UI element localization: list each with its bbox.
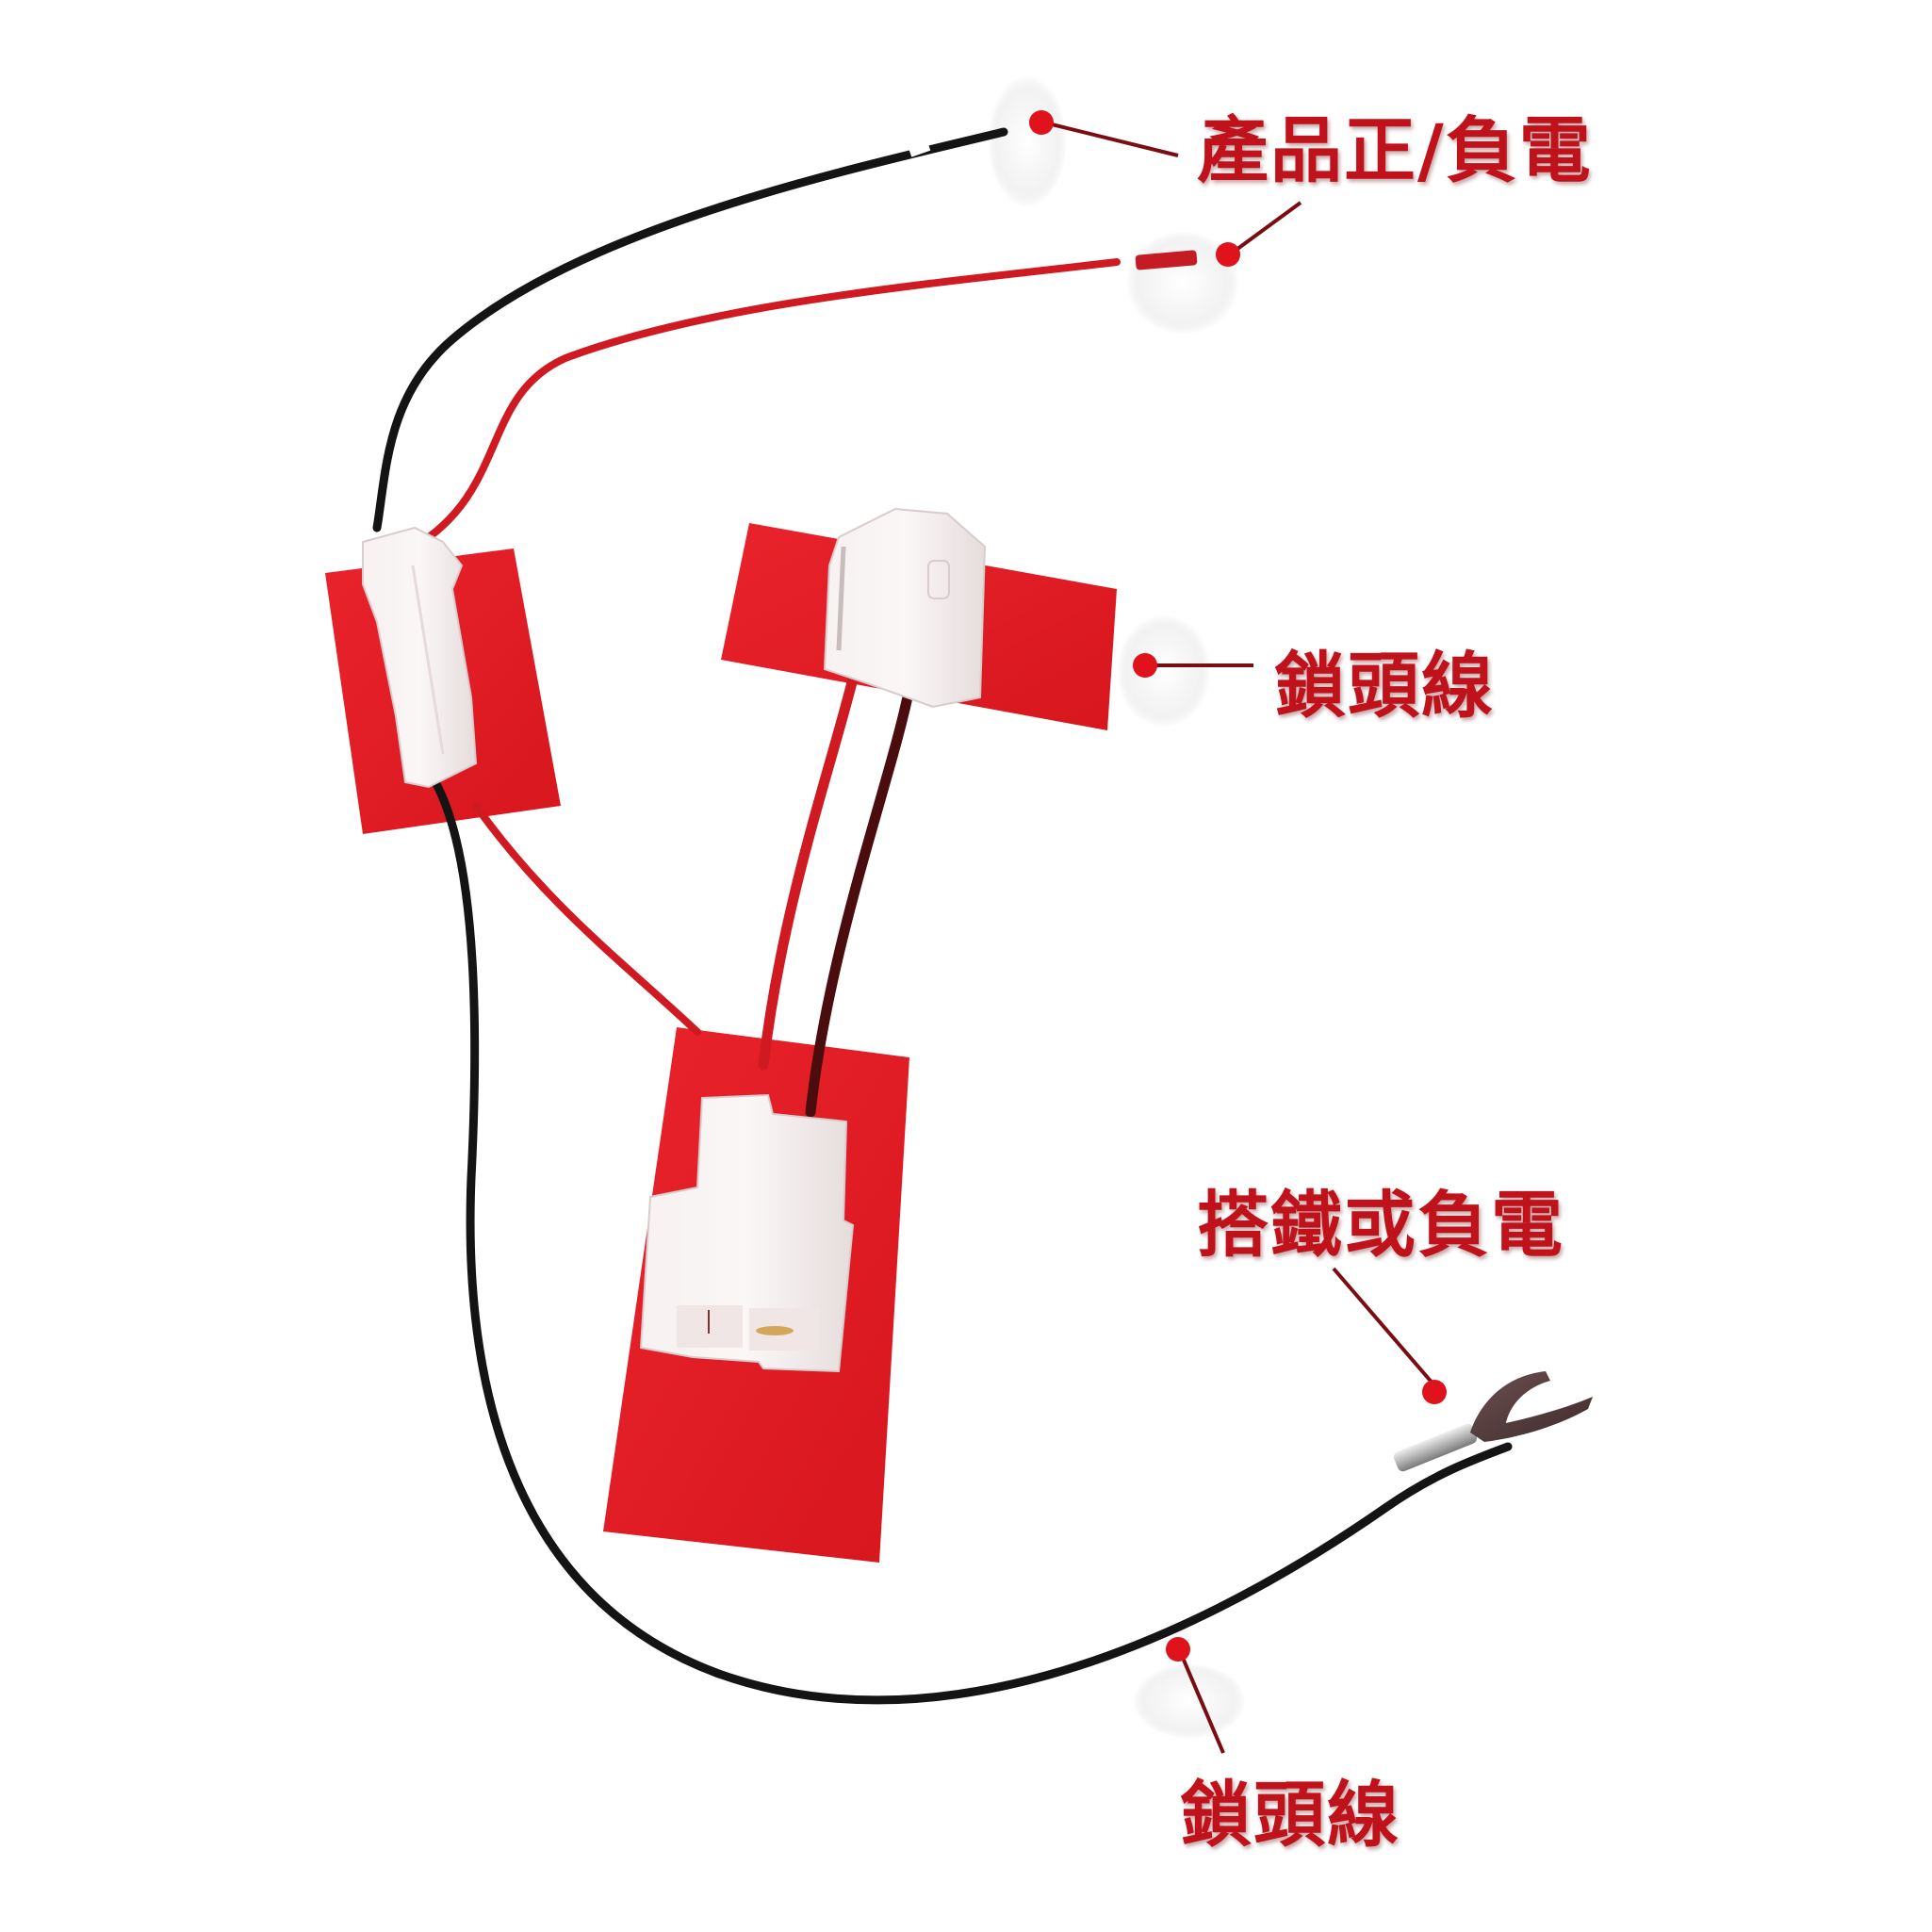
connector-lower [639, 1093, 855, 1373]
fork-terminal [1393, 1371, 1593, 1472]
red-wire-top [411, 258, 1121, 550]
dark-wire-vertical [805, 682, 915, 1118]
connector-upper-left [362, 526, 478, 789]
callout-pointers [1029, 110, 1447, 1754]
connector-upper-right [823, 507, 987, 709]
callout-label-product-pos-neg: 產品正/負電 [1197, 108, 1593, 192]
red-wire-vertical [758, 673, 859, 1071]
callout-label-lock-wire-bottom: 鎖頭線 [1180, 1773, 1400, 1857]
black-wire-top [372, 127, 1008, 532]
callout-label-lock-wire-right: 鎖頭線 [1274, 644, 1495, 728]
callout-halos [988, 75, 1246, 1739]
red-wire-link [472, 802, 701, 1036]
black-wire-loop [431, 778, 1513, 1705]
callout-label-ground-or-negative: 搭鐵或負電 [1197, 1183, 1564, 1267]
